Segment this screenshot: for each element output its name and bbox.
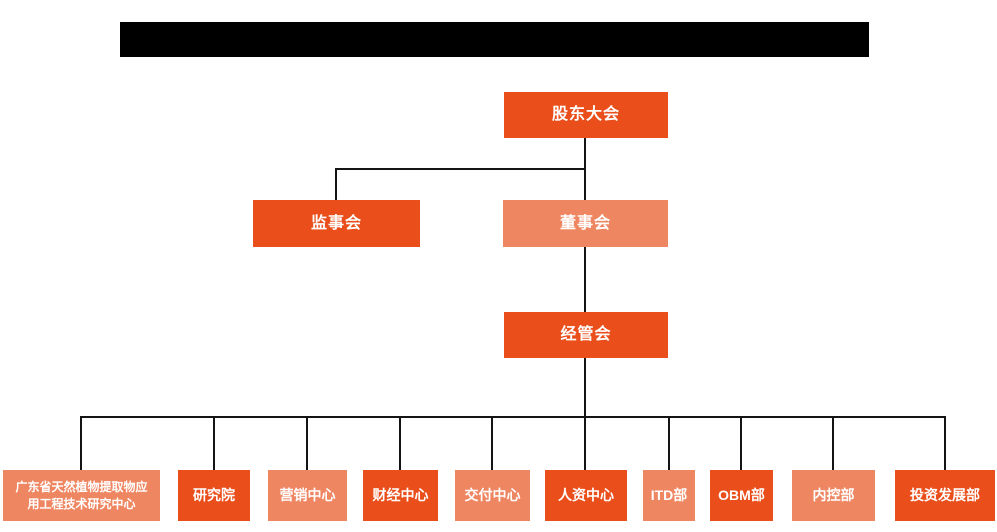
connector-drop-delivery-center [491,416,493,470]
org-node-itd-dept: ITD部 [643,470,695,521]
org-node-research-center: 广东省天然植物提取物应用工程技术研究中心 [3,470,160,521]
org-node-hr-center: 人资中心 [545,470,627,521]
org-node-shareholders-meeting: 股东大会 [504,92,668,138]
connector-drop-internal-control-dept [832,416,834,470]
org-node-marketing-center: 营销中心 [268,470,347,521]
connector-drop-finance-center [399,416,401,470]
connector-branch-supervisory [335,168,586,170]
connector-drop-research-institute [213,416,215,470]
connector-drop-investment-development-dept [944,416,946,470]
connector-drop-obm-dept [740,416,742,470]
org-node-management-committee: 经管会 [504,312,668,358]
org-node-obm-dept: OBM部 [710,470,773,521]
org-node-supervisory-board: 监事会 [253,200,420,247]
org-node-investment-development-dept: 投资发展部 [895,470,995,521]
org-node-delivery-center: 交付中心 [455,470,530,521]
connector-management-to-bus [584,358,586,417]
redacted-title-bar [120,22,869,57]
org-node-internal-control-dept: 内控部 [792,470,875,521]
org-node-research-institute: 研究院 [178,470,250,521]
connector-departments-bus [81,416,945,418]
connector-drop-supervisory [335,168,337,200]
org-node-finance-center: 财经中心 [363,470,438,521]
connector-drop-marketing-center [306,416,308,470]
org-node-board-of-directors: 董事会 [503,200,668,247]
connector-drop-itd-dept [668,416,670,470]
connector-drop-hr-center [584,416,586,470]
connector-drop-research-center [80,416,82,470]
connector-board-to-management [584,247,586,312]
